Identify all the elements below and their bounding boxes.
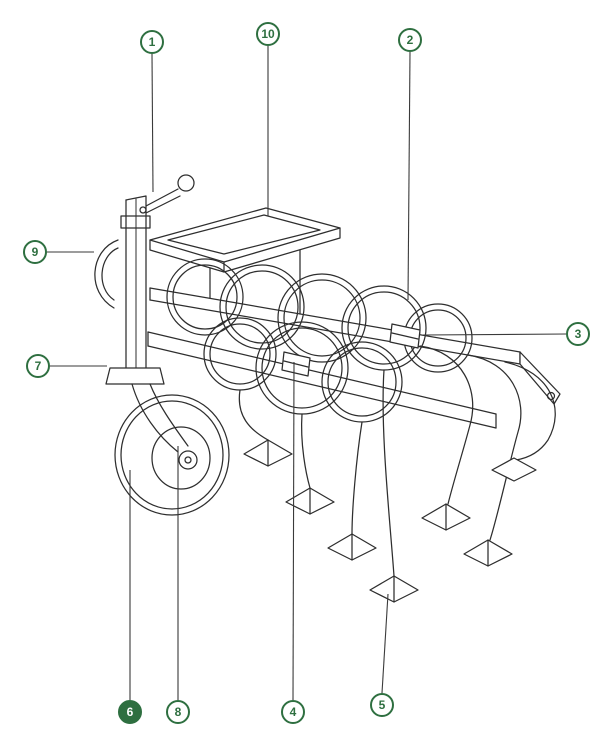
wheel-yoke: [131, 383, 189, 453]
callout-circle: [166, 700, 190, 724]
axle-bolt: [184, 456, 192, 464]
callout-label: 3: [575, 327, 582, 341]
callout-circle: [281, 700, 305, 724]
callout-circle: [370, 693, 394, 717]
wheel-sidewall: [151, 426, 211, 490]
callout-4: 4: [281, 700, 305, 724]
tire-outer: [114, 394, 230, 516]
callout-label: 5: [379, 698, 386, 712]
tine-shanks: [238, 345, 556, 577]
leader-line-4: [292, 361, 295, 701]
callouts: 1 10 2 9 7 3 6 8: [23, 22, 590, 724]
tire-inner: [120, 400, 224, 510]
callout-2: 2: [398, 28, 422, 52]
callout-1: 1: [140, 30, 164, 54]
callout-10: 10: [256, 22, 280, 46]
left-loop-guard: [94, 239, 119, 309]
callout-circle: [118, 700, 142, 724]
sweep-shovel: [491, 457, 537, 482]
leader-line-1: [151, 53, 154, 193]
hopper-tray: [149, 207, 341, 273]
callout-label: 8: [175, 705, 182, 719]
leader-line-3: [422, 333, 567, 336]
callout-label: 1: [149, 35, 156, 49]
sweep-shovels: [243, 439, 537, 603]
callout-circle: [23, 240, 47, 264]
leader-line-5: [381, 593, 389, 694]
callout-label: 6: [127, 705, 134, 719]
callout-label: 7: [35, 359, 42, 373]
callout-8: 8: [166, 700, 190, 724]
callout-label: 4: [290, 705, 297, 719]
handle-lever: [139, 174, 195, 214]
support-post: [105, 195, 165, 385]
cultivator-illustration: [94, 174, 561, 603]
callout-circle: [398, 28, 422, 52]
callout-circle: [256, 22, 280, 46]
callout-5: 5: [370, 693, 394, 717]
callout-label: 10: [261, 27, 275, 41]
leader-line-2: [407, 51, 411, 301]
wheel-hub: [178, 450, 198, 470]
callout-label: 9: [32, 245, 39, 259]
callout-circle: [566, 322, 590, 346]
beam-clamp-center: [281, 351, 311, 377]
callout-circle: [140, 30, 164, 54]
callout-7: 7: [26, 354, 50, 378]
gauge-wheel: [114, 394, 230, 516]
callout-3: 3: [566, 322, 590, 346]
callout-9: 9: [23, 240, 47, 264]
callout-label: 2: [407, 33, 414, 47]
callout-circle: [26, 354, 50, 378]
coil-tines-rear: [166, 258, 473, 373]
callout-6: 6: [118, 700, 142, 724]
hitch-tongue: [519, 351, 561, 405]
tray-supports: [209, 249, 301, 315]
beam-clamp-right: [389, 323, 421, 349]
post-foot-plate: [105, 367, 165, 385]
ball-knob: [177, 174, 195, 192]
leader-lines: [47, 46, 567, 701]
